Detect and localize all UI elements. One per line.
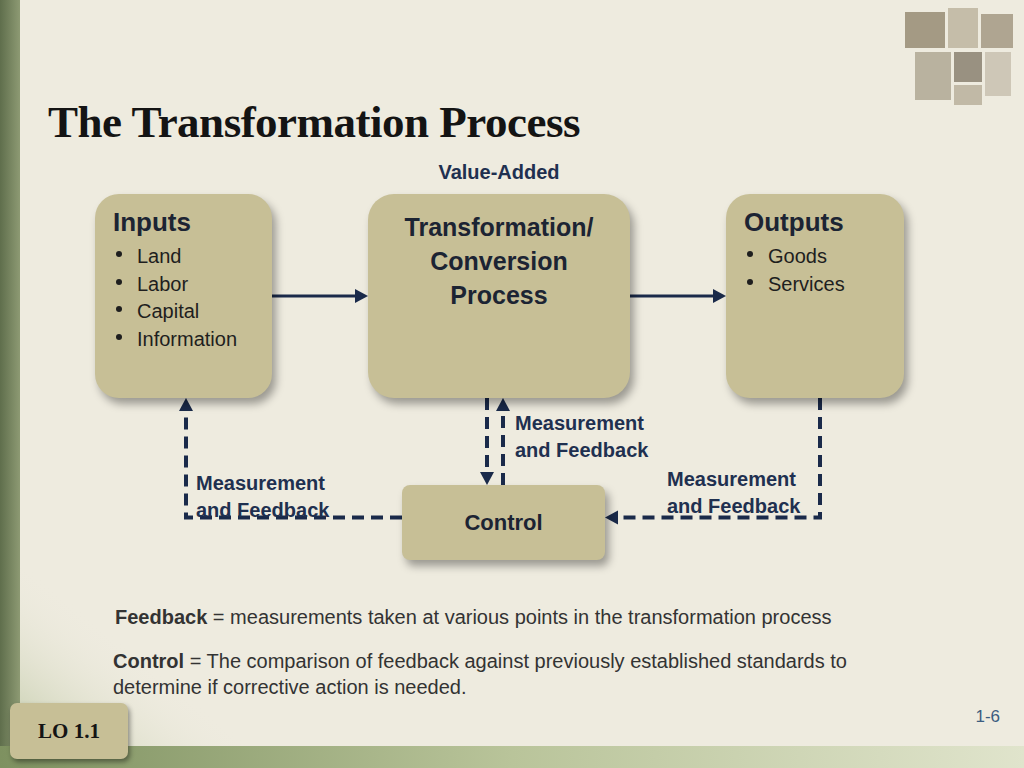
box-label: Control: [464, 510, 542, 536]
bullet-item: Labor: [113, 271, 262, 299]
flow-arrow: [272, 289, 368, 303]
slide-title: The Transformation Process: [48, 96, 580, 148]
feedback-connector: [480, 398, 494, 485]
bullet-item: Services: [744, 271, 894, 299]
bullet-dot: [747, 251, 753, 257]
bullet-dot: [116, 279, 122, 285]
arrow-head: [496, 398, 510, 411]
connector-line: [485, 398, 489, 474]
arrow-head: [605, 511, 618, 525]
arrow-head: [713, 289, 726, 303]
connector-line: [501, 409, 505, 485]
bullet-item: Land: [113, 243, 262, 271]
edge-label: Measurement and Feedback: [196, 470, 356, 524]
flow-arrow: [630, 289, 726, 303]
connector-line: [272, 295, 357, 298]
objective-badge: LO 1.1: [10, 703, 128, 759]
definition-text: = The comparison of feedback against pre…: [113, 650, 847, 698]
bullet-dot: [116, 251, 122, 257]
bullet-text: Information: [137, 328, 237, 350]
definition-term: Feedback: [115, 606, 207, 628]
edge-label: Measurement and Feedback: [667, 466, 827, 520]
box-heading: Outputs: [744, 207, 894, 237]
bullet-text: Services: [768, 273, 845, 295]
process-label: Transformation/ Conversion Process: [385, 210, 613, 312]
value-added-label: Value-Added: [438, 161, 559, 184]
control-box: Control: [402, 485, 605, 560]
arrow-head: [179, 398, 193, 411]
arrow-head: [480, 472, 494, 485]
bullet-text: Capital: [137, 300, 199, 322]
photo-collage: [905, 8, 1013, 105]
edge-label: Measurement and Feedback: [515, 410, 675, 464]
left-band: [0, 0, 20, 768]
definition-term: Control: [113, 650, 184, 672]
bullet-item: Capital: [113, 298, 262, 326]
process-box: Transformation/ Conversion Process: [368, 194, 630, 398]
definition-text: = measurements taken at various points i…: [213, 606, 832, 628]
bullet-text: Land: [137, 245, 182, 267]
bottom-band: [0, 746, 1024, 768]
connector-line: [630, 295, 715, 298]
bullet-item: Information: [113, 326, 262, 354]
arrow-head: [355, 289, 368, 303]
bullet-dot: [747, 279, 753, 285]
bullet-dot: [116, 306, 122, 312]
bullet-text: Labor: [137, 273, 188, 295]
box-heading: Inputs: [113, 207, 262, 237]
page-number: 1-6: [975, 707, 1000, 727]
feedback-definition: Feedback = measurements taken at various …: [115, 604, 935, 630]
objective-label: LO 1.1: [38, 719, 100, 744]
bullet-text: Goods: [768, 245, 827, 267]
bullet-item: Goods: [744, 243, 894, 271]
input-box: InputsLandLaborCapitalInformation: [95, 194, 272, 398]
bullet-dot: [116, 334, 122, 340]
feedback-connector: [496, 398, 510, 485]
control-definition: Control= The comparison of feedback agai…: [113, 648, 933, 700]
output-box: OutputsGoodsServices: [726, 194, 904, 398]
